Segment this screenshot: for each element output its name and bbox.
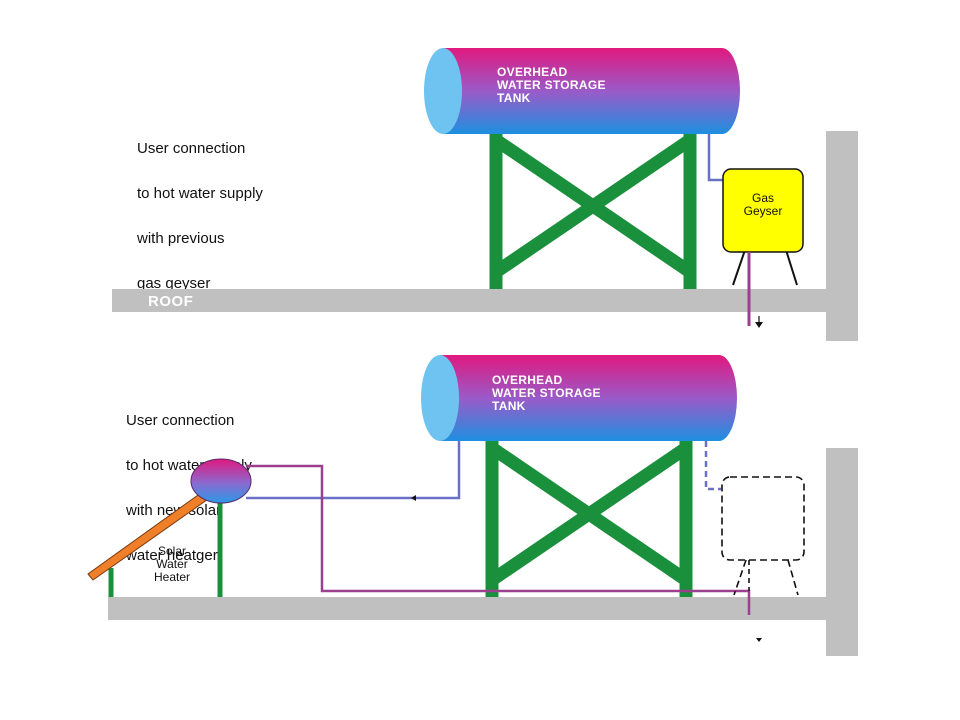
top-cold-pipe (707, 134, 724, 182)
top-wall (826, 131, 858, 341)
bottom-overhead-tank: OVERHEAD WATER STORAGE TANK (421, 355, 737, 441)
solar-label-line: Water (156, 557, 188, 571)
bottom-roof-slab (108, 597, 827, 620)
bottom-tank-label-line: TANK (492, 399, 526, 413)
top-caption-line: to hot water supply (137, 185, 263, 202)
bottom-caption-line: water heatger (126, 547, 218, 564)
geyser-label-line: Gas (752, 191, 774, 205)
cold-pipe-arrow (411, 495, 416, 501)
solar-label-line: Solar (158, 544, 186, 558)
removed-geyser-outline (721, 476, 805, 596)
top-caption-line: with previous (137, 230, 225, 247)
bottom-cold-pipe (246, 441, 461, 500)
bottom-tank-stand (485, 438, 693, 597)
top-roof-slab (112, 289, 827, 312)
top-tank-label-line: WATER STORAGE (497, 78, 606, 92)
top-tank-label-line: TANK (497, 91, 531, 105)
solar-collector-panel (87, 489, 212, 581)
solar-storage-dome (190, 458, 252, 504)
solar-water-heater: Solar Water Heater (87, 458, 252, 597)
top-tank-stand (489, 130, 697, 289)
top-tank-cap (424, 48, 462, 134)
top-caption: User connection to hot water supply with… (137, 111, 263, 321)
roof-label: ROOF (148, 293, 193, 310)
bottom-dashed-cold-pipe (704, 441, 721, 491)
solar-label-line: Heater (154, 570, 190, 584)
top-overhead-tank: OVERHEAD WATER STORAGE TANK (424, 48, 740, 134)
bottom-tank-cap (421, 355, 459, 441)
bottom-tank-label-line: OVERHEAD (492, 373, 562, 387)
bottom-hot-pipe (246, 464, 751, 615)
bottom-tank-label-line: WATER STORAGE (492, 386, 601, 400)
bottom-scene: OVERHEAD WATER STORAGE TANK (87, 355, 858, 656)
top-scene: ROOF OVERHEAD WATER STORAGE TANK (112, 48, 858, 341)
top-caption-line: User connection (137, 140, 246, 157)
top-down-arrow (755, 322, 763, 328)
bottom-caption-line: User connection (126, 412, 235, 429)
bottom-down-arrow (756, 638, 762, 642)
top-caption-line: gas geyser (137, 275, 211, 292)
gas-geyser-body (722, 168, 804, 253)
top-tank-label-line: OVERHEAD (497, 65, 567, 79)
geyser-label-line: Geyser (744, 204, 783, 218)
bottom-wall (826, 448, 858, 656)
gas-geyser: Gas Geyser (722, 168, 804, 286)
